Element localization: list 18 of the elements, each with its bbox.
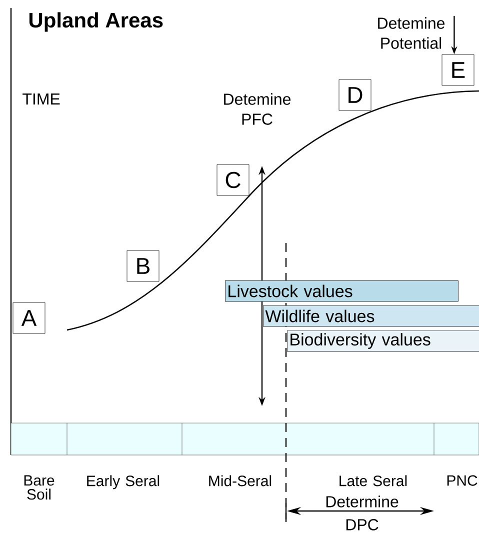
letter-box: E bbox=[442, 54, 474, 86]
letter-box: A bbox=[12, 302, 46, 334]
letter-box: D bbox=[338, 79, 372, 111]
value-bar: Wildlife values bbox=[263, 305, 479, 327]
value-bar: Livestock values bbox=[225, 280, 458, 302]
letter-box: C bbox=[216, 164, 250, 196]
step-text: Determine DPC bbox=[326, 496, 398, 530]
value-bar: Biodiversity values bbox=[287, 330, 479, 352]
stage-label: Mid-Seral bbox=[209, 475, 272, 486]
axis-label: TIME bbox=[22, 94, 60, 104]
step-text: Detemine Potential bbox=[378, 17, 445, 49]
letter-box: B bbox=[126, 250, 160, 282]
stage-label: Early Seral bbox=[87, 475, 160, 490]
stage-label: Late Seral bbox=[340, 475, 407, 486]
stage-label: Bare Soil bbox=[24, 475, 54, 500]
stage-label: PNC bbox=[447, 475, 478, 486]
step-text: Detemine PFC bbox=[224, 93, 291, 125]
title: Upland Areas bbox=[29, 12, 163, 32]
